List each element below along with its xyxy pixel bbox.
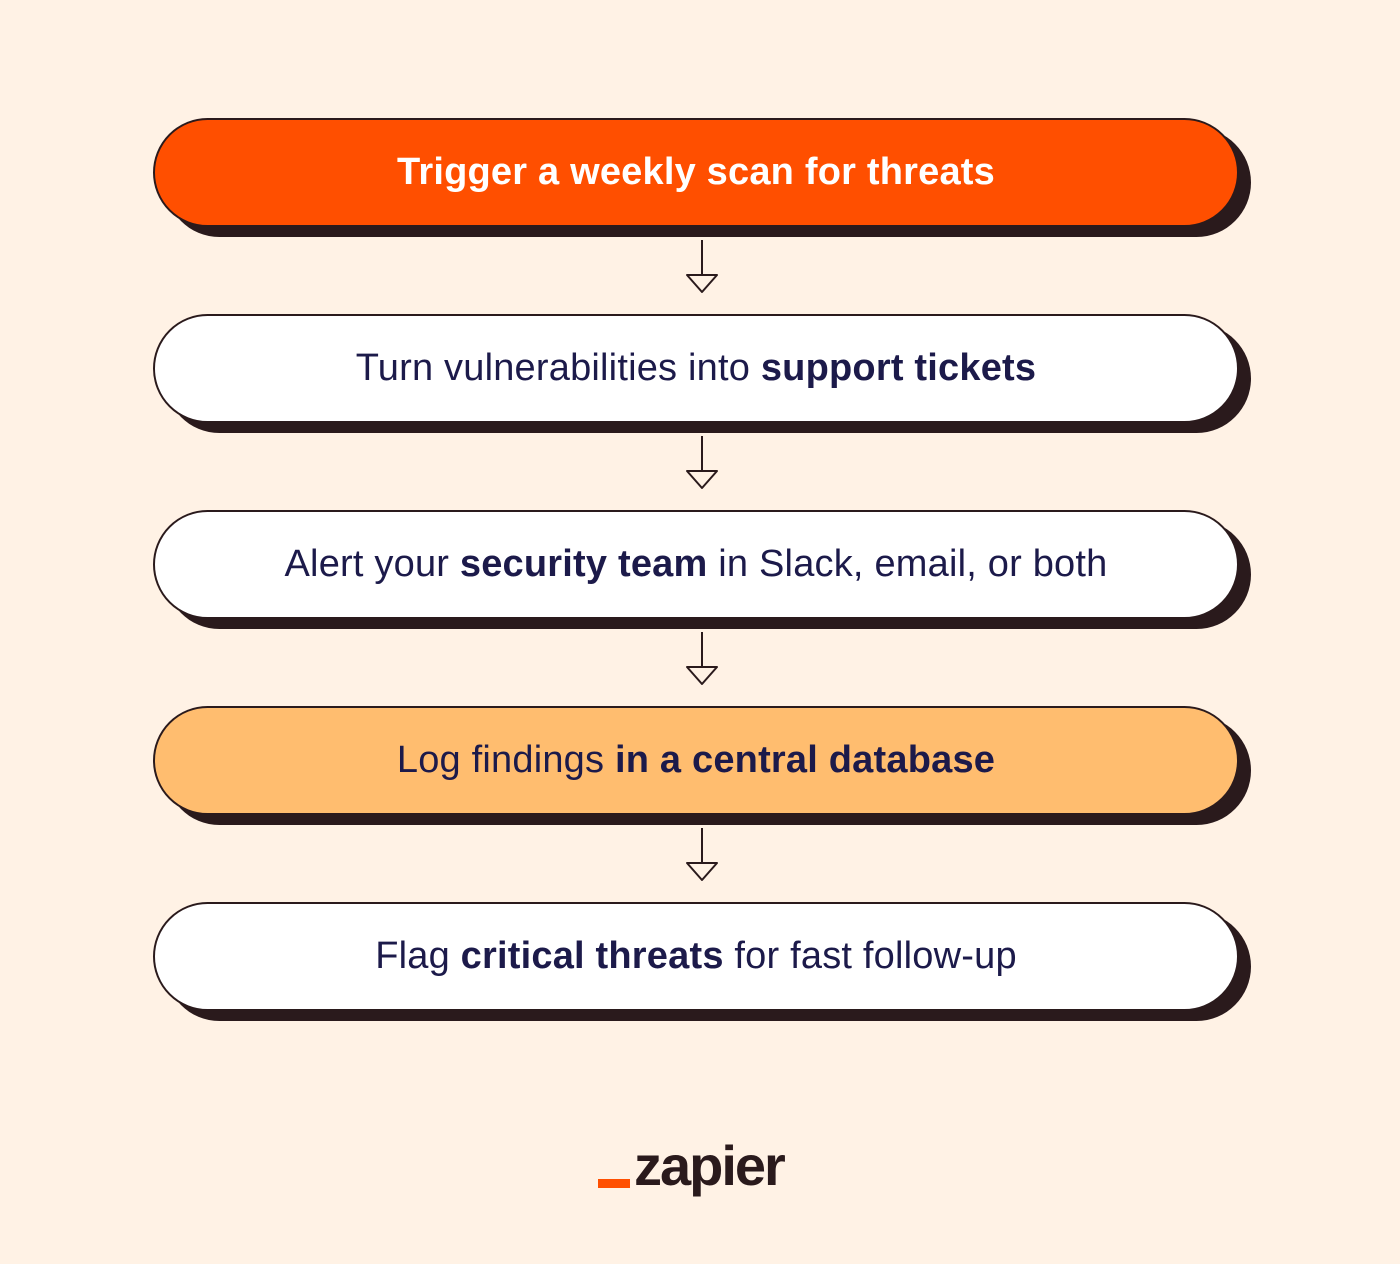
step-text: for fast follow-up <box>723 935 1017 977</box>
logo-underscore-icon <box>598 1179 630 1188</box>
step-text: Alert your <box>284 543 460 585</box>
down-arrow-icon <box>686 240 718 293</box>
step-label: Trigger a weekly scan for threats <box>153 118 1239 227</box>
step-text: in Slack, email, or both <box>707 543 1108 585</box>
step-text: Log findings <box>396 739 615 781</box>
step-log-findings: Log findings in a central database <box>153 706 1251 825</box>
step-turn-vulnerabilities-into-tickets: Turn vulnerabilities into support ticket… <box>153 314 1251 433</box>
down-arrow-icon <box>686 632 718 685</box>
step-trigger-weekly-scan: Trigger a weekly scan for threats <box>153 118 1251 237</box>
zapier-logo: zapier <box>598 1132 786 1202</box>
down-arrow-icon <box>686 436 718 489</box>
step-label: Turn vulnerabilities into support ticket… <box>153 314 1239 423</box>
step-text-bold: Trigger a weekly scan for threats <box>397 151 995 193</box>
step-alert-security-team: Alert your security team in Slack, email… <box>153 510 1251 629</box>
step-flag-critical-threats: Flag critical threats for fast follow-up <box>153 902 1251 1021</box>
step-label: Alert your security team in Slack, email… <box>153 510 1239 619</box>
step-text: Flag <box>375 935 461 977</box>
down-arrow-icon <box>686 828 718 881</box>
step-text-bold: support tickets <box>760 347 1037 389</box>
step-text-bold: security team <box>459 543 708 585</box>
logo-wordmark: zapier <box>634 1134 786 1197</box>
step-label: Log findings in a central database <box>153 706 1239 815</box>
step-label: Flag critical threats for fast follow-up <box>153 902 1239 1011</box>
step-text-bold: in a central database <box>614 739 996 781</box>
step-text-bold: critical threats <box>460 935 724 977</box>
step-text: Turn vulnerabilities into <box>355 347 761 389</box>
